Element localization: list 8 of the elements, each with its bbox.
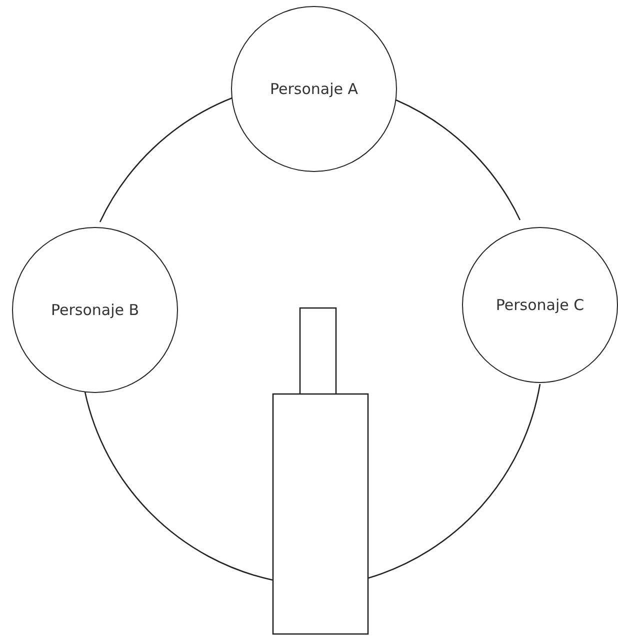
node-label: Personaje B: [50, 300, 140, 321]
node-label: Personaje A: [269, 79, 359, 100]
connector-arc: [84, 392, 273, 581]
node-label: Personaje C: [495, 295, 585, 316]
connector-arc: [396, 99, 521, 220]
connector-arc: [99, 97, 232, 222]
bottle-drawing: [272, 307, 369, 635]
connector-arc: [368, 384, 541, 579]
